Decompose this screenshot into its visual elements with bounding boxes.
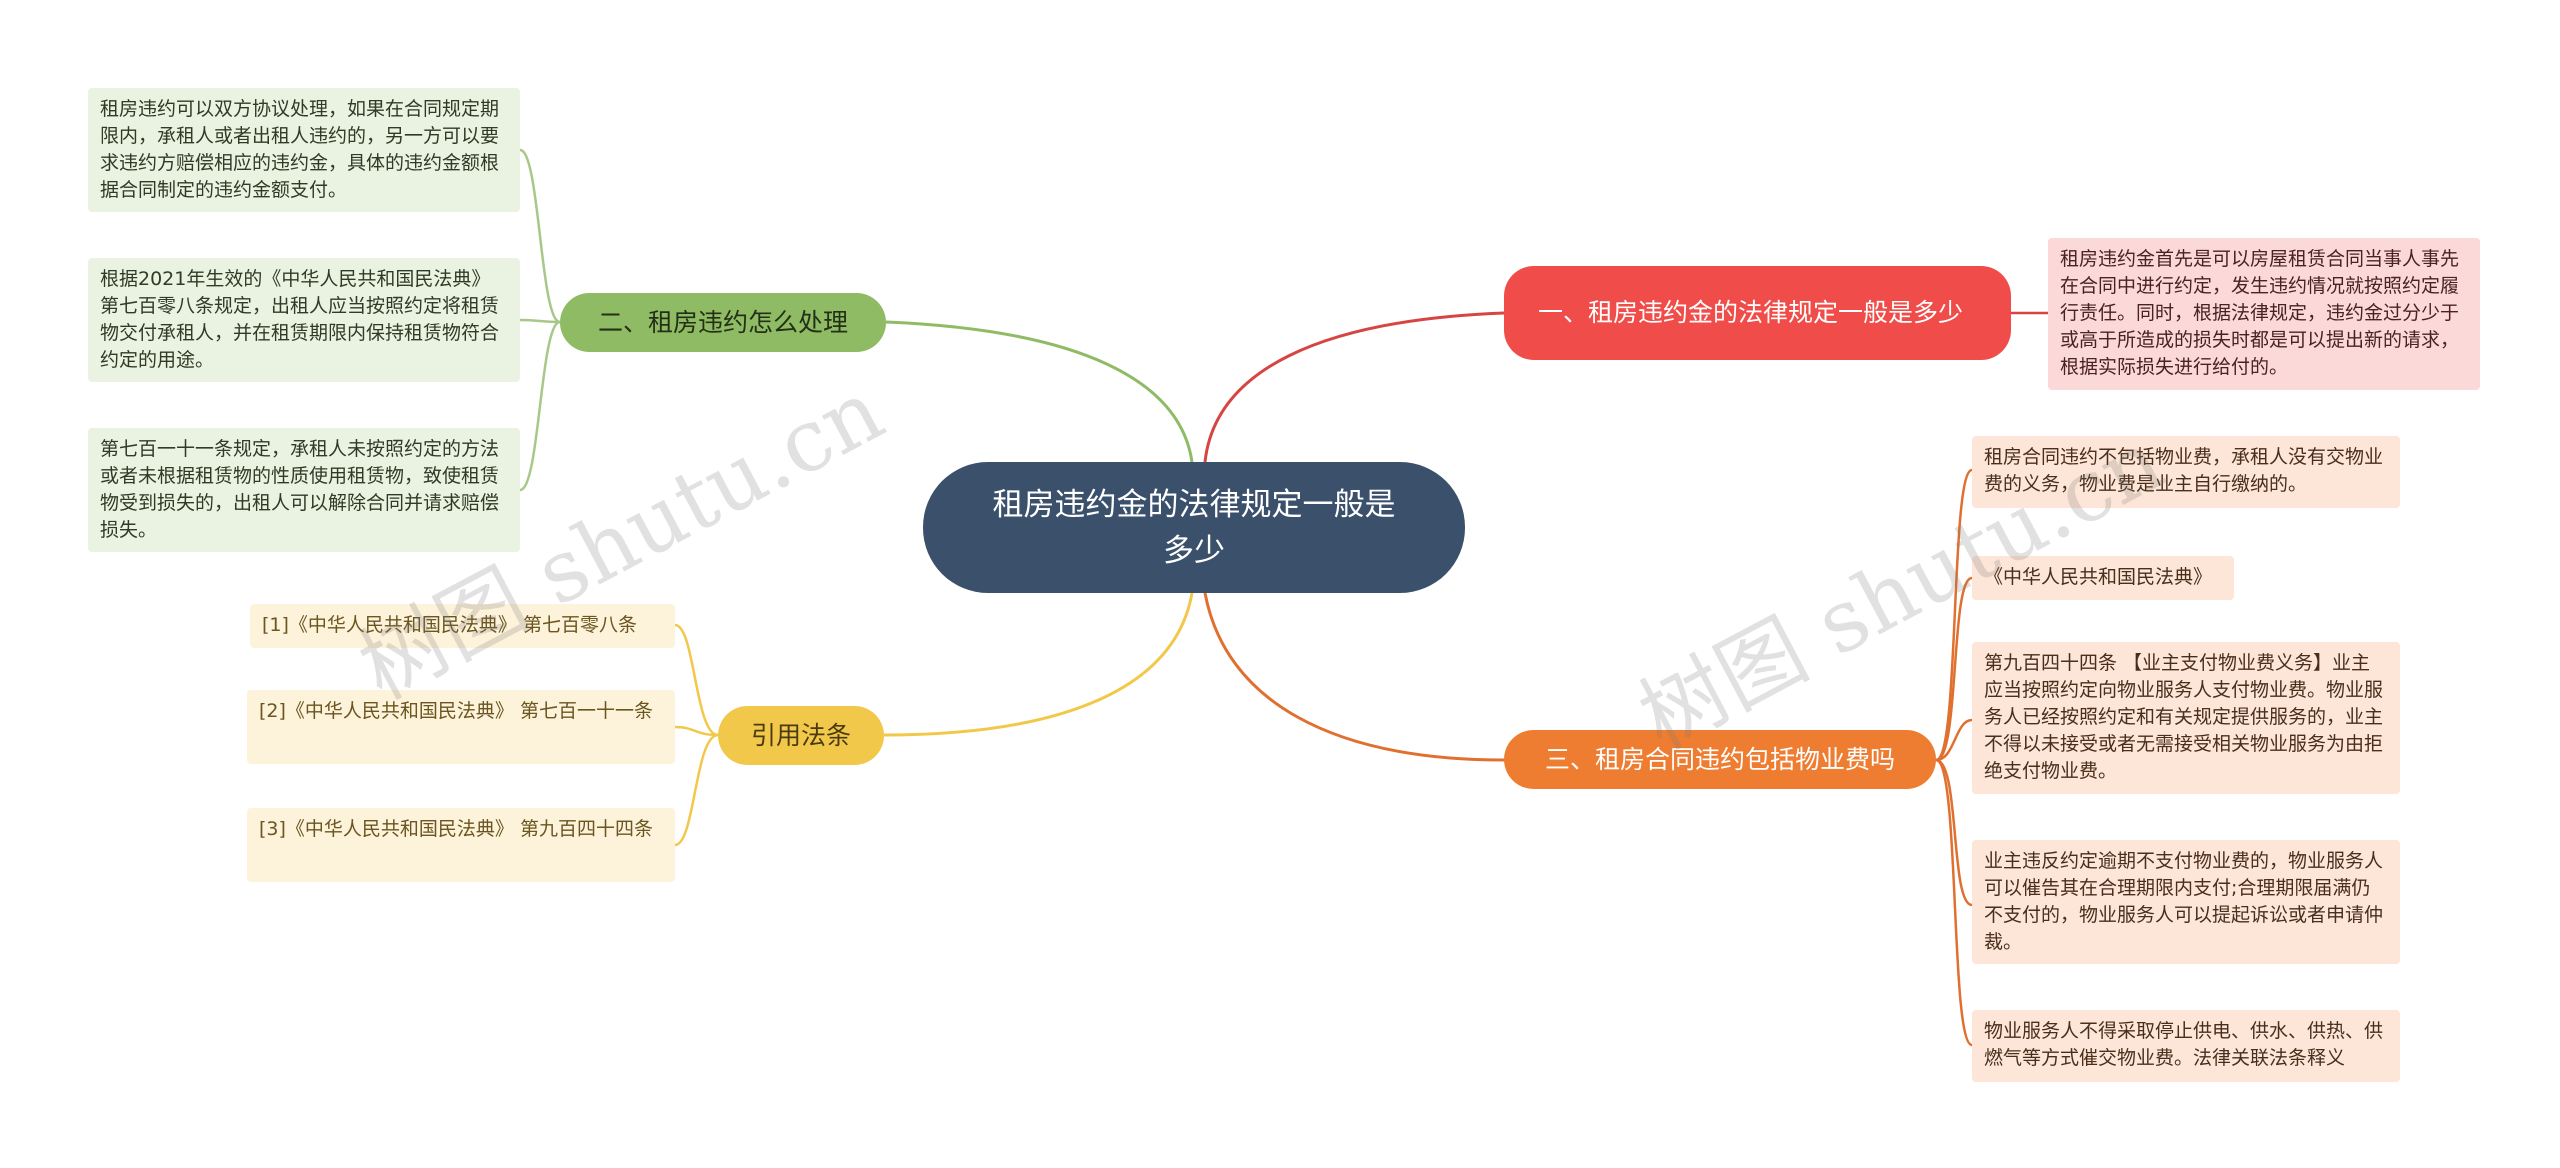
branch-rule[interactable]: 一、租房违约金的法律规定一般是多少 bbox=[1504, 266, 2011, 360]
leaf-handle-2[interactable]: 第七百一十一条规定，承租人未按照约定的方法或者未根据租赁物的性质使用租赁物，致使… bbox=[88, 428, 520, 552]
link-handle-leaf-2 bbox=[519, 320, 561, 492]
leaf-fee-3[interactable]: 业主违反约定逾期不支付物业费的，物业服务人可以催告其在合理期限内支付;合理期限届… bbox=[1972, 840, 2400, 964]
leaf-cite-2[interactable]: [3]《中华人民共和国民法典》 第九百四十四条 bbox=[247, 808, 675, 882]
link-central-rule bbox=[1203, 311, 1505, 463]
central-topic[interactable]: 租房违约金的法律规定一般是多少 bbox=[923, 462, 1465, 593]
leaf-fee-2-text: 第九百四十四条 【业主支付物业费义务】业主应当按照约定向物业服务人支付物业费。物… bbox=[1984, 652, 2384, 782]
link-cite-leaf-0 bbox=[674, 623, 719, 737]
leaf-cite-0-text: [1]《中华人民共和国民法典》 第七百零八条 bbox=[262, 614, 637, 636]
leaf-handle-0-text: 租房违约可以双方协议处理，如果在合同规定期限内，承租人或者出租人违约的，另一方可… bbox=[100, 98, 500, 201]
link-cite-leaf-1 bbox=[674, 725, 719, 737]
leaf-fee-4-text: 物业服务人不得采取停止供电、供水、供热、供燃气等方式催交物业费。法律关联法条释义 bbox=[1984, 1020, 2384, 1069]
link-fee-leaf-2 bbox=[1935, 718, 1973, 762]
link-central-cite bbox=[883, 592, 1194, 737]
branch-cite-label: 引用法条 bbox=[750, 720, 851, 750]
leaf-fee-1-text: 《中华人民共和国民法典》 bbox=[1984, 566, 2213, 588]
leaf-fee-1[interactable]: 《中华人民共和国民法典》 bbox=[1972, 556, 2234, 600]
link-handle-leaf-1 bbox=[519, 318, 561, 324]
link-cite-leaf-2 bbox=[674, 733, 719, 847]
leaf-fee-2[interactable]: 第九百四十四条 【业主支付物业费义务】业主应当按照约定向物业服务人支付物业费。物… bbox=[1972, 642, 2400, 794]
link-handle-leaf-0 bbox=[519, 148, 561, 324]
link-central-fee bbox=[1203, 592, 1505, 762]
leaf-cite-1[interactable]: [2]《中华人民共和国民法典》 第七百一十一条 bbox=[247, 690, 675, 764]
leaf-cite-0[interactable]: [1]《中华人民共和国民法典》 第七百零八条 bbox=[250, 604, 675, 648]
branch-fee-label: 三、租房合同违约包括物业费吗 bbox=[1544, 744, 1895, 774]
leaf-rule-0[interactable]: 租房违约金首先是可以房屋租赁合同当事人事先在合同中进行约定，发生违约情况就按照约… bbox=[2048, 238, 2480, 390]
leaf-fee-0[interactable]: 租房合同违约不包括物业费，承租人没有交物业费的义务，物业费是业主自行缴纳的。 bbox=[1972, 436, 2400, 508]
link-fee-leaf-4 bbox=[1935, 758, 1973, 1047]
link-fee-leaf-1 bbox=[1935, 576, 1973, 762]
leaf-cite-1-text: [2]《中华人民共和国民法典》 第七百一十一条 bbox=[259, 700, 653, 722]
link-central-handle bbox=[885, 320, 1194, 463]
leaf-handle-1-text: 根据2021年生效的《中华人民共和国民法典》第七百零八条规定，出租人应当按照约定… bbox=[100, 268, 500, 371]
leaf-cite-2-text: [3]《中华人民共和国民法典》 第九百四十四条 bbox=[259, 818, 653, 840]
leaf-handle-0[interactable]: 租房违约可以双方协议处理，如果在合同规定期限内，承租人或者出租人违约的，另一方可… bbox=[88, 88, 520, 212]
leaf-rule-0-text: 租房违约金首先是可以房屋租赁合同当事人事先在合同中进行约定，发生违约情况就按照约… bbox=[2060, 248, 2460, 378]
leaf-fee-0-text: 租房合同违约不包括物业费，承租人没有交物业费的义务，物业费是业主自行缴纳的。 bbox=[1984, 446, 2384, 495]
branch-fee[interactable]: 三、租房合同违约包括物业费吗 bbox=[1504, 730, 1936, 789]
leaf-handle-2-text: 第七百一十一条规定，承租人未按照约定的方法或者未根据租赁物的性质使用租赁物，致使… bbox=[100, 438, 500, 541]
leaf-fee-4[interactable]: 物业服务人不得采取停止供电、供水、供热、供燃气等方式催交物业费。法律关联法条释义 bbox=[1972, 1010, 2400, 1082]
branch-handle[interactable]: 二、租房违约怎么处理 bbox=[560, 293, 886, 352]
link-fee-leaf-0 bbox=[1935, 468, 1973, 762]
leaf-fee-3-text: 业主违反约定逾期不支付物业费的，物业服务人可以催告其在合理期限内支付;合理期限届… bbox=[1984, 850, 2384, 953]
branch-rule-label: 一、租房违约金的法律规定一般是多少 bbox=[1538, 298, 1964, 327]
central-topic-label: 租房违约金的法律规定一般是多少 bbox=[992, 486, 1396, 569]
link-fee-leaf-3 bbox=[1935, 758, 1973, 907]
branch-cite[interactable]: 引用法条 bbox=[718, 706, 884, 765]
leaf-handle-1[interactable]: 根据2021年生效的《中华人民共和国民法典》第七百零八条规定，出租人应当按照约定… bbox=[88, 258, 520, 382]
branch-handle-label: 二、租房违约怎么处理 bbox=[597, 307, 848, 337]
